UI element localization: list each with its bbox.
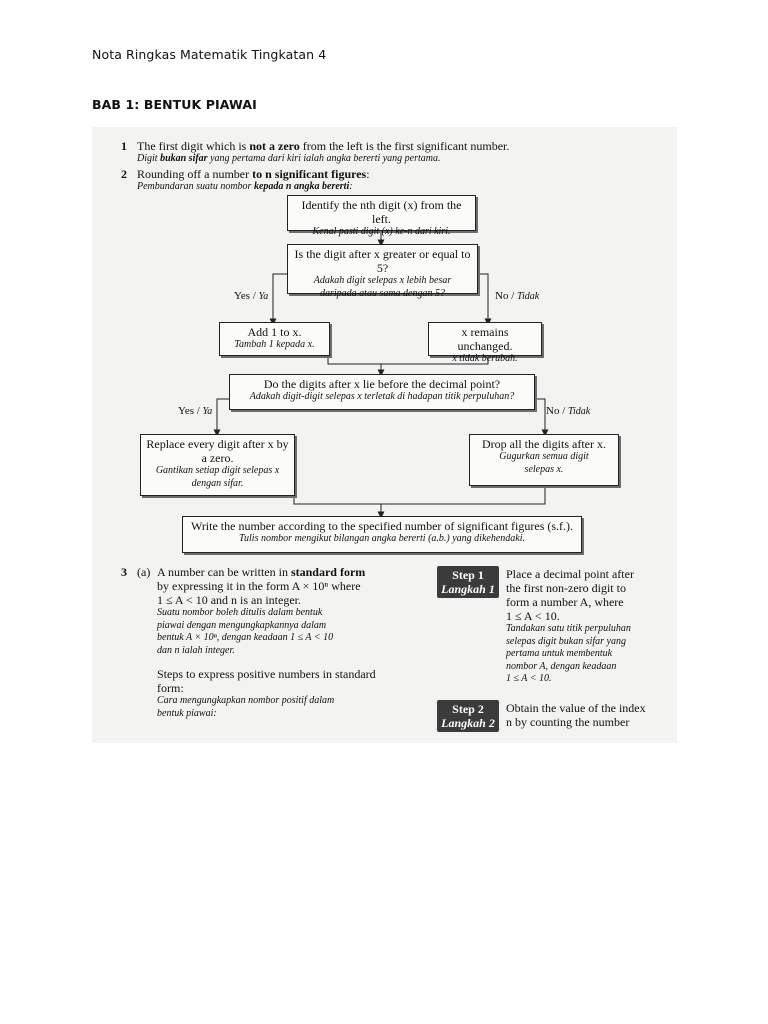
item-3-number: 3 xyxy=(121,565,127,579)
flow-question-2-box: Do the digits after x lie before the dec… xyxy=(229,374,535,410)
step-1-malay-line: selepas digit bukan sifar yang xyxy=(506,635,626,647)
flow-question-1-box: Is the digit after x greater or equal to… xyxy=(287,244,478,299)
step-1-malay-line: nombor A, dengan keadaan xyxy=(506,660,617,672)
flow-add-one-box: Add 1 to x. Tambah 1 kepada x. xyxy=(219,322,330,356)
step-1-malay-line: Tandakan satu titik perpuluhan xyxy=(506,623,631,634)
flow-unchanged-box: x remains unchanged. x tidak berubah. xyxy=(428,322,542,364)
write-malay: Tulis nombor mengikut bilangan angka ber… xyxy=(239,533,525,544)
item-2-malay: Pembundaran suatu nombor kepada n angka … xyxy=(137,181,353,192)
step-2-badge: Step 2 Langkah 2 xyxy=(437,700,499,732)
item-2-number: 2 xyxy=(121,167,127,181)
item-3-malay-line3: bentuk A × 10ⁿ, dengan keadaan 1 ≤ A < 1… xyxy=(157,632,334,643)
drop-malay-line2: selepas x. xyxy=(524,463,564,475)
step-1-english-line: the first non-zero digit to xyxy=(506,581,626,595)
step-1-malay-line: 1 ≤ A < 10. xyxy=(506,673,552,684)
drop-malay-line1: Gugurkan semua digit xyxy=(499,451,589,462)
step-1-english-line: 1 ≤ A < 10. xyxy=(506,609,560,623)
question-1-malay-line2: daripada atau sama dengan 5? xyxy=(320,287,445,299)
item-3-english-line2: by expressing it in the form A × 10ⁿ whe… xyxy=(157,579,361,593)
flow-drop-box: Drop all the digits after x. Gugurkan se… xyxy=(469,434,619,486)
step-1-malay-line: pertama untuk membentuk xyxy=(506,648,613,659)
item-2-english: Rounding off a number to n significant f… xyxy=(137,167,370,181)
replace-english-line2: a zero. xyxy=(201,451,234,465)
yes-label-1: Yes / Ya xyxy=(234,290,269,302)
unchanged-malay: x tidak berubah. xyxy=(452,353,518,364)
item-3-body: A number can be written in standard form… xyxy=(157,565,387,720)
flow-replace-box: Replace every digit after x by a zero. G… xyxy=(140,434,295,496)
add-one-malay: Tambah 1 kepada x. xyxy=(234,339,315,350)
step-1-english-line: Place a decimal point after xyxy=(506,567,634,581)
steps-intro-english-line1: Steps to express positive numbers in sta… xyxy=(157,667,376,681)
item-3-part: (a) xyxy=(137,565,151,579)
item-3-english-line1: A number can be written in standard form xyxy=(157,565,366,579)
flow-identify-box: Identify the nth digit (x) from the left… xyxy=(287,195,476,237)
item-3-malay-line4: dan n ialah integer. xyxy=(157,644,235,656)
step-1-text: Place a decimal point after the first no… xyxy=(506,567,666,686)
steps-intro-english-line2: form: xyxy=(157,681,184,695)
steps-intro-malay-line1: Cara mengungkapkan nombor positif dalam xyxy=(157,695,335,706)
no-label-2: No / Tidak xyxy=(546,405,591,417)
replace-malay-line2: dengan sifar. xyxy=(191,477,244,489)
drop-english: Drop all the digits after x. xyxy=(482,437,606,451)
unchanged-english: x remains unchanged. xyxy=(457,325,513,353)
item-3-english-line3: 1 ≤ A < 10 and n is an integer. xyxy=(157,593,302,607)
replace-malay-line1: Gantikan setiap digit selepas x xyxy=(155,465,280,476)
item-1-malay: Digit bukan sifar yang pertama dari kiri… xyxy=(137,153,441,164)
yes-label-2: Yes / Ya xyxy=(178,405,213,417)
step-1-english-line: form a number A, where xyxy=(506,595,624,609)
item-1-english: The first digit which is not a zero from… xyxy=(137,139,510,153)
identify-english: Identify the nth digit (x) from the left… xyxy=(301,198,462,226)
question-1-english: Is the digit after x greater or equal to… xyxy=(294,247,471,275)
step-1-label-malay: Langkah 1 xyxy=(441,582,495,596)
step-2-text: Obtain the value of the index n by count… xyxy=(506,701,666,729)
question-1-malay-line1: Adakah digit selepas x lebih besar xyxy=(313,275,452,286)
step-2-english-line: n by counting the number xyxy=(506,715,630,729)
add-one-english: Add 1 to x. xyxy=(247,325,302,339)
steps-intro-malay-line2: bentuk piawai: xyxy=(157,707,217,719)
replace-english-line1: Replace every digit after x by xyxy=(146,437,289,451)
item-1-number: 1 xyxy=(121,139,127,153)
identify-malay: Kenal pasti digit (x) ke-n dari kiri. xyxy=(312,226,451,237)
document-title: Nota Ringkas Matematik Tingkatan 4 xyxy=(92,47,327,62)
question-2-malay: Adakah digit-digit selepas x terletak di… xyxy=(249,391,515,402)
chapter-heading: BAB 1: BENTUK PIAWAI xyxy=(92,97,257,112)
flow-write-box: Write the number according to the specif… xyxy=(182,516,582,553)
item-3-malay-line2: piawai dengan mengungkapkannya dalam xyxy=(157,619,327,631)
question-2-english: Do the digits after x lie before the dec… xyxy=(263,377,501,391)
step-2-english-line: Obtain the value of the index xyxy=(506,701,646,715)
step-1-label: Step 1 xyxy=(452,568,484,582)
write-english: Write the number according to the specif… xyxy=(190,519,574,533)
step-2-label-malay: Langkah 2 xyxy=(441,716,495,730)
no-label-1: No / Tidak xyxy=(495,290,540,302)
step-2-label: Step 2 xyxy=(452,702,484,716)
item-3-malay-line1: Suatu nombor boleh ditulis dalam bentuk xyxy=(157,607,323,618)
step-1-badge: Step 1 Langkah 1 xyxy=(437,566,499,598)
